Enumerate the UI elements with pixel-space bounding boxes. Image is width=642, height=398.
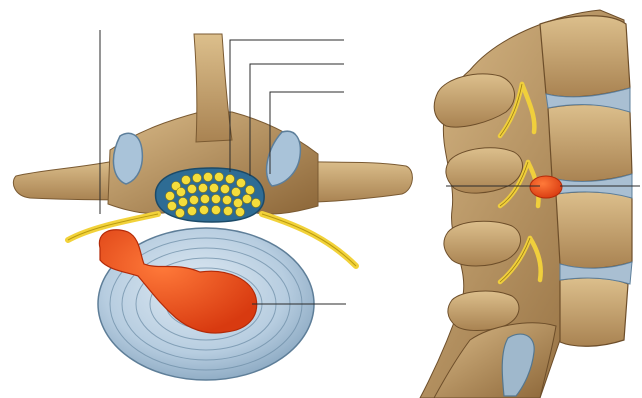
axial-view	[13, 30, 412, 380]
spinous-process	[194, 34, 232, 142]
lateral-view	[420, 10, 640, 398]
lateral-disc-herniation	[530, 176, 562, 198]
